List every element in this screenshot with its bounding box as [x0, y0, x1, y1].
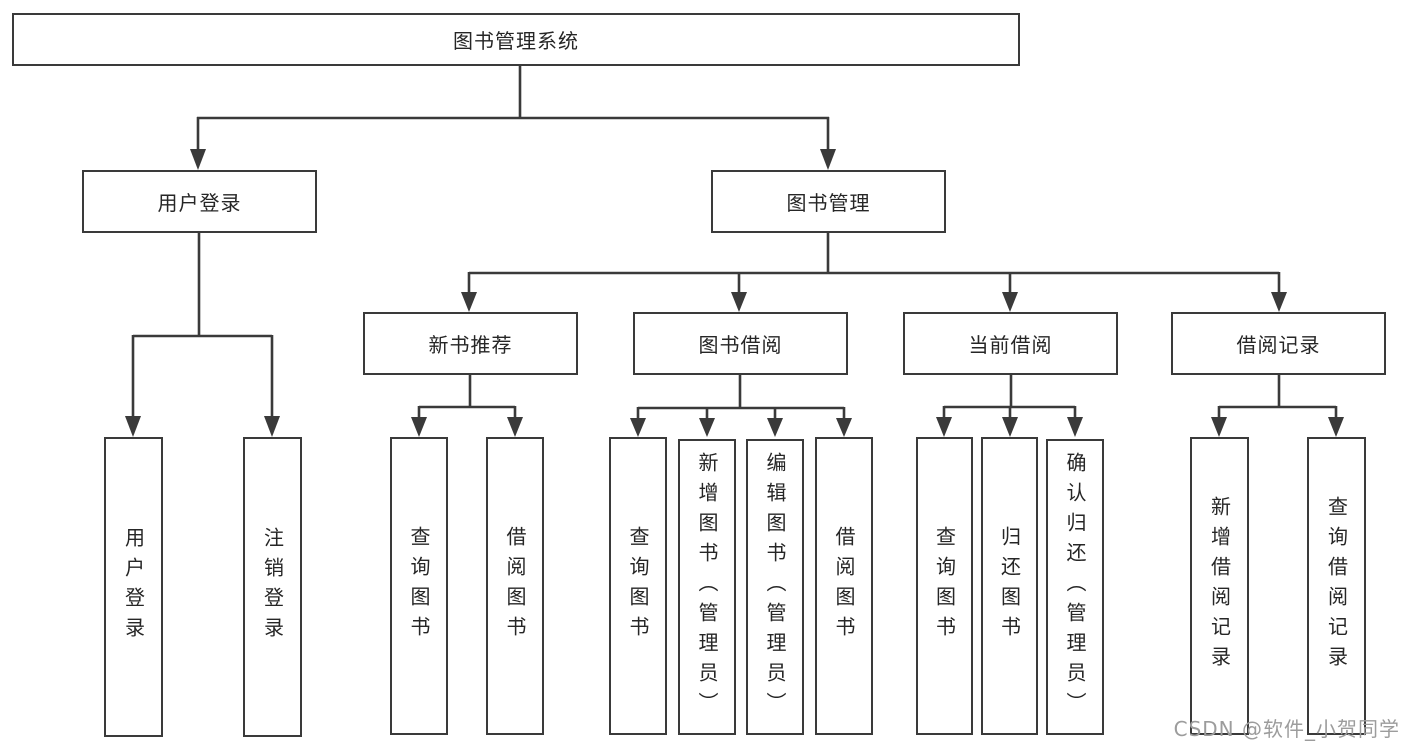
node-book-borrow-label: 图书借阅 [698, 333, 783, 357]
leaf-borrow-books-2-label: 借阅图书 [832, 526, 856, 646]
node-borrow-records-label: 借阅记录 [1236, 333, 1321, 357]
leaf-query-books-2-label: 查询图书 [626, 526, 650, 646]
node-current-borrow: 当前借阅 [903, 312, 1118, 375]
node-root: 图书管理系统 [12, 13, 1020, 66]
leaf-query-books-3-label: 查询图书 [932, 526, 957, 646]
csdn-watermark: CSDN @软件_小贺同学 [1173, 717, 1400, 741]
leaf-add-borrow-record: 新增借阅记录 [1190, 437, 1249, 735]
node-user-login: 用户登录 [82, 170, 317, 233]
leaf-query-borrow-record: 查询借阅记录 [1307, 437, 1366, 735]
leaf-add-books-admin: 新增图书（管理员） [678, 439, 736, 735]
leaf-confirm-return-admin: 确认归还（管理员） [1046, 439, 1104, 735]
leaf-edit-books-admin-label: 编辑图书（管理员） [763, 452, 787, 722]
leaf-borrow-books-2: 借阅图书 [815, 437, 873, 735]
leaf-add-books-admin-label: 新增图书（管理员） [695, 452, 719, 722]
leaf-user-login-label: 用户登录 [121, 527, 146, 647]
leaf-query-books-1: 查询图书 [390, 437, 448, 735]
leaf-user-login: 用户登录 [104, 437, 163, 737]
node-root-label: 图书管理系统 [453, 29, 579, 53]
leaf-query-borrow-record-label: 查询借阅记录 [1324, 496, 1349, 676]
leaf-query-books-3: 查询图书 [916, 437, 973, 735]
leaf-logout-label: 注销登录 [260, 527, 285, 647]
leaf-confirm-return-admin-label: 确认归还（管理员） [1063, 452, 1087, 722]
node-book-management: 图书管理 [711, 170, 946, 233]
node-book-management-label: 图书管理 [786, 191, 871, 215]
node-current-borrow-label: 当前借阅 [968, 333, 1053, 357]
leaf-return-books-label: 归还图书 [997, 526, 1022, 646]
leaf-query-books-1-label: 查询图书 [407, 526, 431, 646]
leaf-borrow-books-1-label: 借阅图书 [503, 526, 527, 646]
node-new-book-recommend-label: 新书推荐 [428, 333, 513, 357]
leaf-query-books-2: 查询图书 [609, 437, 667, 735]
leaf-return-books: 归还图书 [981, 437, 1038, 735]
leaf-add-borrow-record-label: 新增借阅记录 [1207, 496, 1232, 676]
leaf-edit-books-admin: 编辑图书（管理员） [746, 439, 804, 735]
node-user-login-label: 用户登录 [157, 191, 242, 215]
node-borrow-records: 借阅记录 [1171, 312, 1386, 375]
leaf-borrow-books-1: 借阅图书 [486, 437, 544, 735]
node-book-borrow: 图书借阅 [633, 312, 848, 375]
node-new-book-recommend: 新书推荐 [363, 312, 578, 375]
leaf-logout: 注销登录 [243, 437, 302, 737]
